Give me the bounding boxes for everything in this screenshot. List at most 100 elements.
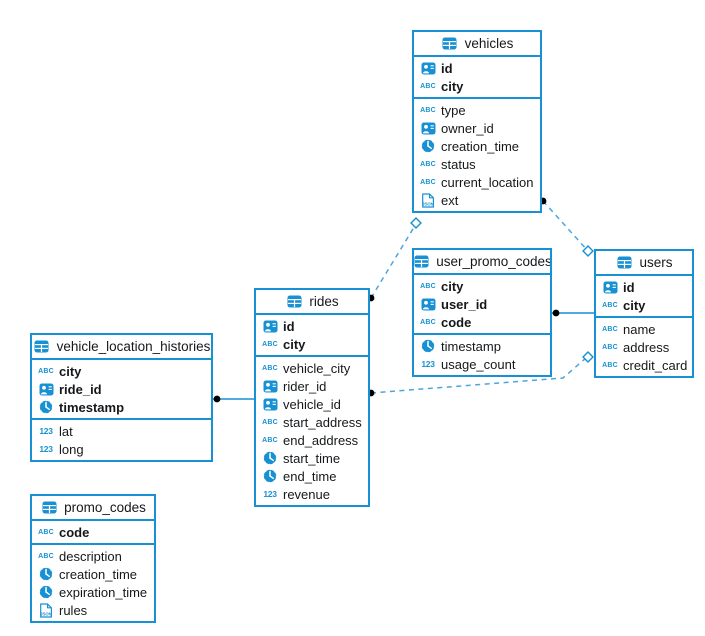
primary-key-section: id ABC city [596, 276, 692, 318]
column-name: id [283, 318, 295, 334]
relationship-diamond-marker [582, 245, 594, 257]
relationship-dot-marker [552, 309, 560, 317]
column-vehicle_city[interactable]: ABC vehicle_city [256, 359, 368, 377]
relationship-rides-users[interactable] [370, 357, 587, 394]
table-header[interactable]: vehicles [414, 32, 540, 57]
number-123-icon: 123 [39, 425, 53, 436]
abc-string-icon: ABC [38, 552, 54, 560]
id-badge-icon [419, 62, 437, 75]
column-name[interactable]: ABC name [596, 320, 692, 338]
id-badge-icon [37, 383, 55, 396]
column-end_address[interactable]: ABC end_address [256, 431, 368, 449]
column-name: lat [59, 423, 73, 439]
column-name: city [441, 278, 464, 294]
relationship-dot-marker [213, 395, 221, 403]
column-end_time[interactable]: end_time [256, 467, 368, 485]
column-code[interactable]: ABC code [32, 523, 154, 541]
relationship-rides-vehicles[interactable] [370, 223, 417, 299]
column-name: expiration_time [59, 584, 148, 600]
table-users[interactable]: users id ABC city ABC name ABC address A… [594, 249, 694, 378]
column-revenue[interactable]: 123 revenue [256, 485, 368, 503]
json-document-icon: JSON [419, 192, 437, 208]
table-vehicles[interactable]: vehicles id ABC city ABC type owner_id c… [412, 30, 542, 213]
id-badge-icon [419, 122, 437, 135]
column-ride_id[interactable]: ride_id [32, 380, 211, 398]
column-start_address[interactable]: ABC start_address [256, 413, 368, 431]
abc-string-icon: ABC [420, 178, 436, 186]
id-badge-icon [261, 320, 279, 333]
number-123-icon: 123 [421, 358, 435, 369]
column-id[interactable]: id [414, 59, 540, 77]
columns-section: 123 lat 123 long [32, 420, 211, 460]
table-title: promo_codes [64, 500, 146, 515]
column-name: city [623, 297, 646, 313]
abc-string-icon: ABC [262, 340, 278, 348]
column-city[interactable]: ABC city [414, 277, 550, 295]
primary-key-section: ABC city ride_id timestamp [32, 360, 211, 420]
column-name: rider_id [283, 378, 327, 394]
column-credit_card[interactable]: ABC credit_card [596, 356, 692, 374]
table-header[interactable]: user_promo_codes [414, 250, 550, 275]
column-city[interactable]: ABC city [414, 77, 540, 95]
column-name: user_id [441, 296, 488, 312]
column-name: vehicle_id [283, 396, 341, 412]
column-city[interactable]: ABC city [32, 362, 211, 380]
columns-section: timestamp 123 usage_count [414, 335, 550, 375]
table-rides[interactable]: rides id ABC city ABC vehicle_city rider… [254, 288, 370, 507]
table-header[interactable]: promo_codes [32, 496, 154, 521]
column-timestamp[interactable]: timestamp [32, 398, 211, 416]
column-city[interactable]: ABC city [256, 335, 368, 353]
column-name: name [623, 321, 656, 337]
column-city[interactable]: ABC city [596, 296, 692, 314]
svg-text:JSON: JSON [422, 201, 433, 206]
table-icon [615, 256, 633, 269]
column-creation_time[interactable]: creation_time [414, 137, 540, 155]
column-current_location[interactable]: ABC current_location [414, 173, 540, 191]
abc-string-icon: ABC [420, 282, 436, 290]
column-status[interactable]: ABC status [414, 155, 540, 173]
column-name: city [59, 363, 82, 379]
table-icon [40, 501, 58, 514]
column-address[interactable]: ABC address [596, 338, 692, 356]
column-creation_time[interactable]: creation_time [32, 565, 154, 583]
column-name: timestamp [441, 338, 501, 354]
column-id[interactable]: id [256, 317, 368, 335]
column-type[interactable]: ABC type [414, 101, 540, 119]
column-rider_id[interactable]: rider_id [256, 377, 368, 395]
column-expiration_time[interactable]: expiration_time [32, 583, 154, 601]
table-vehicle_location_histories[interactable]: vehicle_location_histories ABC city ride… [30, 333, 213, 462]
primary-key-section: ABC city user_id ABC code [414, 275, 550, 335]
column-code[interactable]: ABC code [414, 313, 550, 331]
column-owner_id[interactable]: owner_id [414, 119, 540, 137]
relationship-vehicles-users[interactable] [542, 200, 589, 252]
column-name: end_address [283, 432, 359, 448]
column-start_time[interactable]: start_time [256, 449, 368, 467]
column-rules[interactable]: JSON rules [32, 601, 154, 619]
table-user_promo_codes[interactable]: user_promo_codes ABC city user_id ABC co… [412, 248, 552, 377]
column-ext[interactable]: JSON ext [414, 191, 540, 209]
column-vehicle_id[interactable]: vehicle_id [256, 395, 368, 413]
column-lat[interactable]: 123 lat [32, 422, 211, 440]
columns-section: ABC name ABC address ABC credit_card [596, 318, 692, 376]
abc-string-icon: ABC [420, 160, 436, 168]
table-header[interactable]: rides [256, 290, 368, 315]
column-id[interactable]: id [596, 278, 692, 296]
json-document-icon: JSON [37, 602, 55, 618]
table-header[interactable]: vehicle_location_histories [32, 335, 211, 360]
column-name: id [441, 60, 453, 76]
table-icon [414, 255, 430, 268]
abc-string-icon: ABC [602, 325, 618, 333]
column-name: creation_time [441, 138, 520, 154]
column-usage_count[interactable]: 123 usage_count [414, 355, 550, 373]
id-badge-icon [261, 398, 279, 411]
table-icon [441, 37, 459, 50]
column-description[interactable]: ABC description [32, 547, 154, 565]
svg-text:JSON: JSON [40, 611, 51, 616]
table-header[interactable]: users [596, 251, 692, 276]
column-long[interactable]: 123 long [32, 440, 211, 458]
clock-icon [37, 400, 55, 414]
table-promo_codes[interactable]: promo_codes ABC code ABC description cre… [30, 494, 156, 623]
column-timestamp[interactable]: timestamp [414, 337, 550, 355]
column-user_id[interactable]: user_id [414, 295, 550, 313]
